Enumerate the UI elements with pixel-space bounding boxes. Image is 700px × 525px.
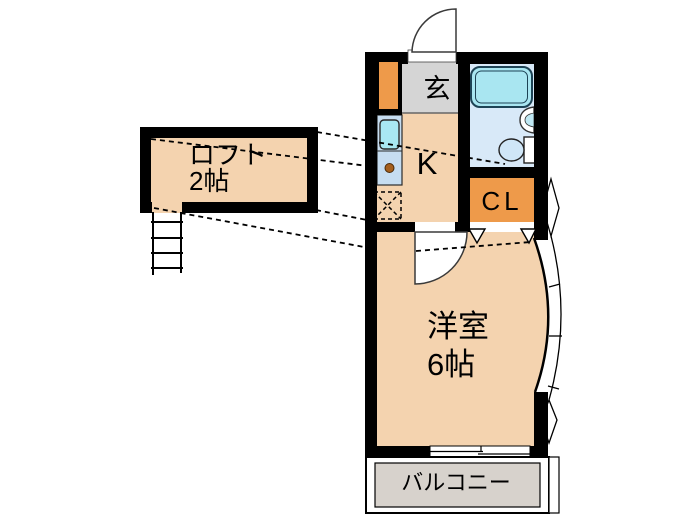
loft-label: ロフト <box>189 140 267 170</box>
wall-kitchen-room-left <box>365 222 415 232</box>
toilet-bowl <box>498 138 525 162</box>
loft-connection-line <box>153 207 365 248</box>
loft-size-label: 2帖 <box>189 166 229 196</box>
wall-bottom-left <box>365 446 430 457</box>
balcony-deck <box>374 462 541 508</box>
kitchen-sink <box>379 119 400 150</box>
sliding-window <box>429 445 531 458</box>
wall-top-right <box>456 52 548 64</box>
bow-window-inner-curve <box>532 237 550 393</box>
wall-right-upper <box>534 52 548 240</box>
bow-window-glass-band <box>534 236 562 400</box>
room-door-opening <box>415 222 455 232</box>
stove-burner <box>384 163 395 173</box>
wall-entrance-bathroom <box>458 52 470 232</box>
loft-connection-line <box>316 131 506 165</box>
entrance-door <box>411 8 457 53</box>
western-room-floor <box>377 232 534 446</box>
western-room-size-label: 6帖 <box>427 347 475 382</box>
wall-bathroom-closet <box>458 167 548 178</box>
entrance-label: 玄 <box>424 74 451 104</box>
closet-opening <box>470 222 534 232</box>
room-door <box>414 231 468 285</box>
loft-floor <box>151 138 307 202</box>
kitchen-label: K <box>417 146 438 181</box>
wall-bottom-right <box>530 446 548 457</box>
bow-window-outer-curve <box>548 235 562 401</box>
western-room-label: 洋室 <box>427 309 489 344</box>
loft-connection-line <box>315 209 373 222</box>
bathtub <box>470 66 533 108</box>
balcony-label: バルコニー <box>401 470 511 495</box>
bow-window-mullion <box>547 385 560 390</box>
bow-window-mullion <box>548 283 561 288</box>
closet-door-swing-line <box>415 241 532 252</box>
loft-ladder-opening <box>152 202 182 213</box>
loft-connection-line <box>150 138 369 167</box>
wall-right-lower <box>534 392 548 457</box>
bathtub-inner <box>475 70 528 104</box>
closet-floor <box>470 178 534 222</box>
closet-label: CL <box>481 186 522 216</box>
wall-kitchen-room-right <box>455 222 470 232</box>
ladder <box>151 212 183 275</box>
closet-folding-door-mark <box>519 228 538 245</box>
shoe-cabinet <box>379 62 398 109</box>
washbasin-bowl <box>524 112 535 128</box>
entrance-floor <box>402 62 458 113</box>
closet-folding-door-mark <box>467 228 487 245</box>
wall-left <box>365 52 377 457</box>
balcony-side-wall <box>548 456 560 514</box>
